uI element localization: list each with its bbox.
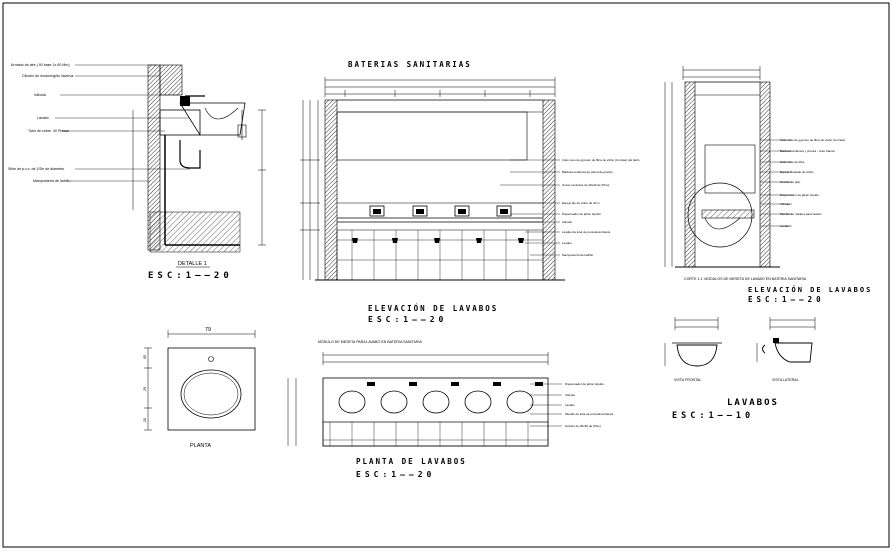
- vista-lateral-label: VISTA LATERAL: [772, 378, 799, 382]
- detalle-label-4: Tubo de cobre .40 Pulsos: [28, 129, 69, 133]
- elevacion-title: ELEVACIÓN DE LAVABOS: [368, 304, 498, 313]
- detalle-label-2: Válvula: [34, 93, 46, 97]
- planta-label-2: Lavabo: [565, 403, 575, 407]
- detalle-1: Armario de aire (.90 base 1x.60 Mm) Cili…: [8, 63, 266, 281]
- elev-label-4: Dispensador de jabón líquido: [562, 212, 601, 216]
- elev-label-0: Cielo raso de gypsum de fibra de vidrio …: [562, 158, 640, 162]
- planta-label-0: Dispensador de jabón líquido: [565, 382, 604, 386]
- corte-label-2: Cielo raso de fibra: [780, 160, 805, 164]
- detalle-label-0: Armario de aire (.90 base 1x.60 Mm): [11, 63, 70, 67]
- elevacion-lavabos: BATERIAS SANITARIAS: [300, 60, 640, 324]
- detalle-label-3: Lavabo: [37, 116, 49, 120]
- planta-title: PLANTA: [190, 443, 211, 449]
- baterias-title: BATERIAS SANITARIAS: [348, 60, 472, 69]
- corte-label-0: Cielo raso de gypsum de fibra de vidrio …: [780, 138, 845, 142]
- lavabos-detail: VISTA FRONTAL VISTA LATERAL LAVABOS ESC:…: [664, 317, 816, 421]
- detalle-scale: ESC:1——20: [148, 271, 233, 281]
- corte-label-7: Mueble de madera para lavabo: [780, 212, 822, 216]
- planta-lavabos-title: PLANTA DE LAVABOS: [356, 457, 467, 466]
- planta-label-4: Granito de 30x30 de (Piso): [565, 424, 601, 428]
- planta-dim-a: .05: [143, 355, 147, 360]
- lavabos-scale: ESC:1——10: [672, 411, 754, 421]
- planta-width-dim: 79: [205, 327, 211, 333]
- corte-title: CORTE 1-1' MÓDULOS DE MESETA DE LAVABO E…: [684, 276, 807, 281]
- elev-label-3: Espejo fijo de vidrio de 4mm: [562, 201, 600, 205]
- elev-label-1: Baldosa cerámica de pared de granito: [562, 170, 613, 174]
- planta-dim-b: .29: [143, 387, 147, 392]
- vista-frontal-label: VISTA FRONTAL: [674, 378, 701, 382]
- planta-label-1: Válvula: [565, 393, 575, 397]
- corte-label-6: Válvula: [780, 202, 790, 206]
- planta-dim-c: .20: [143, 418, 147, 423]
- elev-right-scale: ESC:1——20: [748, 295, 825, 304]
- detalle-label-6: Mampostería de ladrillo: [33, 179, 70, 183]
- planta-single: 79 .05 .29 .20 PLANTA: [143, 327, 256, 449]
- corte-1-1: Cielo raso de gypsum de fibra de vidrio …: [664, 66, 872, 304]
- elev-label-6: Lavabo de losa de porcelana blanca: [562, 230, 611, 234]
- elev-label-7: Lavabo: [562, 241, 572, 245]
- elevacion-scale: ESC:1——20: [368, 315, 447, 324]
- planta-label-3: Mueble de losa de porcelana blanca: [565, 412, 614, 416]
- corte-label-8: Lavabo: [780, 224, 790, 228]
- corte-label-3: Espejo biselado de vidrio: [780, 170, 814, 174]
- corte-label-1: Baldosa cerámica y pintura - color blanc…: [780, 149, 835, 153]
- corte-label-4: Granito de piso: [780, 180, 801, 184]
- elev-label-5: Válvula: [562, 220, 572, 224]
- detalle-title: DETALLE 1: [178, 261, 207, 267]
- elev-label-8: Mampostería de ladrillo: [562, 253, 594, 257]
- planta-lavabos-scale: ESC:1——20: [356, 470, 435, 479]
- lavabos-title: LAVABOS: [727, 398, 779, 408]
- elev-label-2: Grano cerámica de 30x30 de (Piso): [562, 183, 609, 187]
- detalle-label-1: Cilindro de inodoro/grifo llaveros: [22, 74, 74, 78]
- elev-right-title: ELEVACIÓN DE LAVABOS: [748, 285, 872, 294]
- modulo-title: MÓDULO DE MESETA PARA LAVABO EN BATERIA …: [318, 339, 422, 344]
- corte-label-5: Dispensador de jabón líquido: [780, 193, 819, 197]
- planta-lavabos: MÓDULO DE MESETA PARA LAVABO EN BATERIA …: [287, 339, 614, 479]
- detalle-label-5: Sifón de p.v.c. de 1/2in de diámetro: [8, 167, 64, 171]
